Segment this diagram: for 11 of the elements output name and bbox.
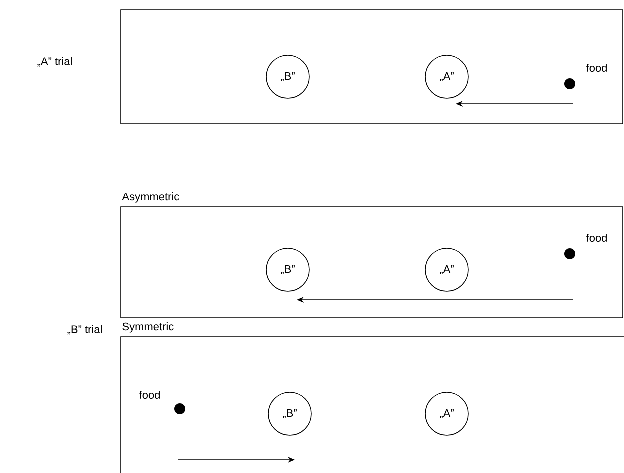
panel-heading: Asymmetric [122,192,180,203]
panel-heading: Symmetric [122,322,174,333]
food-dot [564,78,576,90]
trial-label: „B” trial [68,325,102,335]
trial-label: „A” trial [38,57,72,67]
food-label: food [586,64,607,72]
food-dot [564,248,576,260]
food-label: food [139,390,160,400]
food-label: food [586,234,607,242]
food-dot [174,404,186,414]
panel-box [120,10,624,124]
